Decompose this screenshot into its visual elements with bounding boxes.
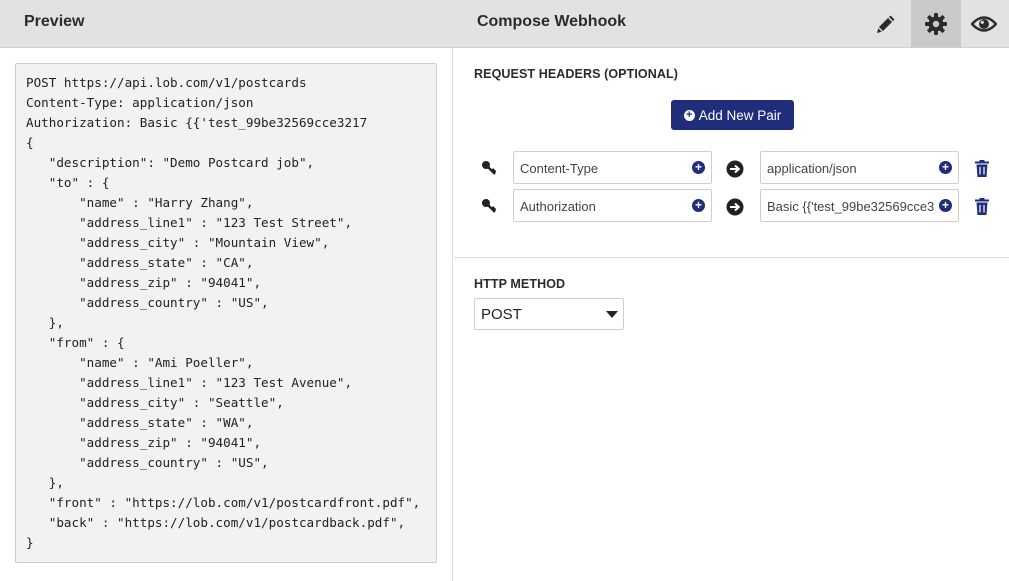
http-method-select[interactable]: POST xyxy=(474,298,624,330)
caret-down-icon xyxy=(606,311,618,318)
trash-icon[interactable] xyxy=(975,160,989,177)
arrow-right-icon xyxy=(726,198,744,216)
header-key-input[interactable]: Authorization + xyxy=(513,189,712,222)
add-new-pair-button[interactable]: + Add New Pair xyxy=(671,100,794,130)
header-pair-row: Content-Type + application/json + xyxy=(454,151,1009,185)
header-key-input[interactable]: Content-Type + xyxy=(513,151,712,184)
header-value-input[interactable]: application/json + xyxy=(760,151,959,184)
insert-variable-icon[interactable]: + xyxy=(939,199,952,212)
key-icon xyxy=(482,199,497,213)
insert-variable-icon[interactable]: + xyxy=(692,161,705,174)
preview-title: Preview xyxy=(24,13,85,30)
page-title: Compose Webhook xyxy=(476,13,627,30)
top-bar: Preview Compose Webhook xyxy=(0,0,1009,48)
gear-icon xyxy=(925,12,947,35)
insert-variable-icon[interactable]: + xyxy=(939,161,952,174)
preview-button[interactable] xyxy=(959,0,1009,47)
settings-button[interactable] xyxy=(911,0,961,47)
trash-icon[interactable] xyxy=(975,198,989,215)
compose-pane: REQUEST HEADERS (OPTIONAL) + Add New Pai… xyxy=(454,48,1009,581)
key-icon xyxy=(482,161,497,175)
header-pair-row: Authorization + Basic {{'test_99be32569c… xyxy=(454,189,1009,223)
request-preview: POST https://api.lob.com/v1/postcards Co… xyxy=(15,63,437,563)
section-divider xyxy=(454,257,1009,258)
header-value-input[interactable]: Basic {{'test_99be32569cce3217 + xyxy=(760,189,959,222)
eye-icon xyxy=(971,15,997,32)
edit-button[interactable] xyxy=(861,0,911,47)
request-headers-label: REQUEST HEADERS (OPTIONAL) xyxy=(474,67,678,81)
pencil-icon xyxy=(877,15,895,33)
http-method-label: HTTP METHOD xyxy=(474,277,566,291)
request-preview-code: POST https://api.lob.com/v1/postcards Co… xyxy=(26,75,421,550)
arrow-right-icon xyxy=(726,160,744,178)
http-method-value: POST xyxy=(481,306,522,323)
insert-variable-icon[interactable]: + xyxy=(692,199,705,212)
plus-circle-icon: + xyxy=(683,109,695,121)
add-new-pair-label: Add New Pair xyxy=(698,107,782,123)
preview-pane: POST https://api.lob.com/v1/postcards Co… xyxy=(0,48,453,581)
